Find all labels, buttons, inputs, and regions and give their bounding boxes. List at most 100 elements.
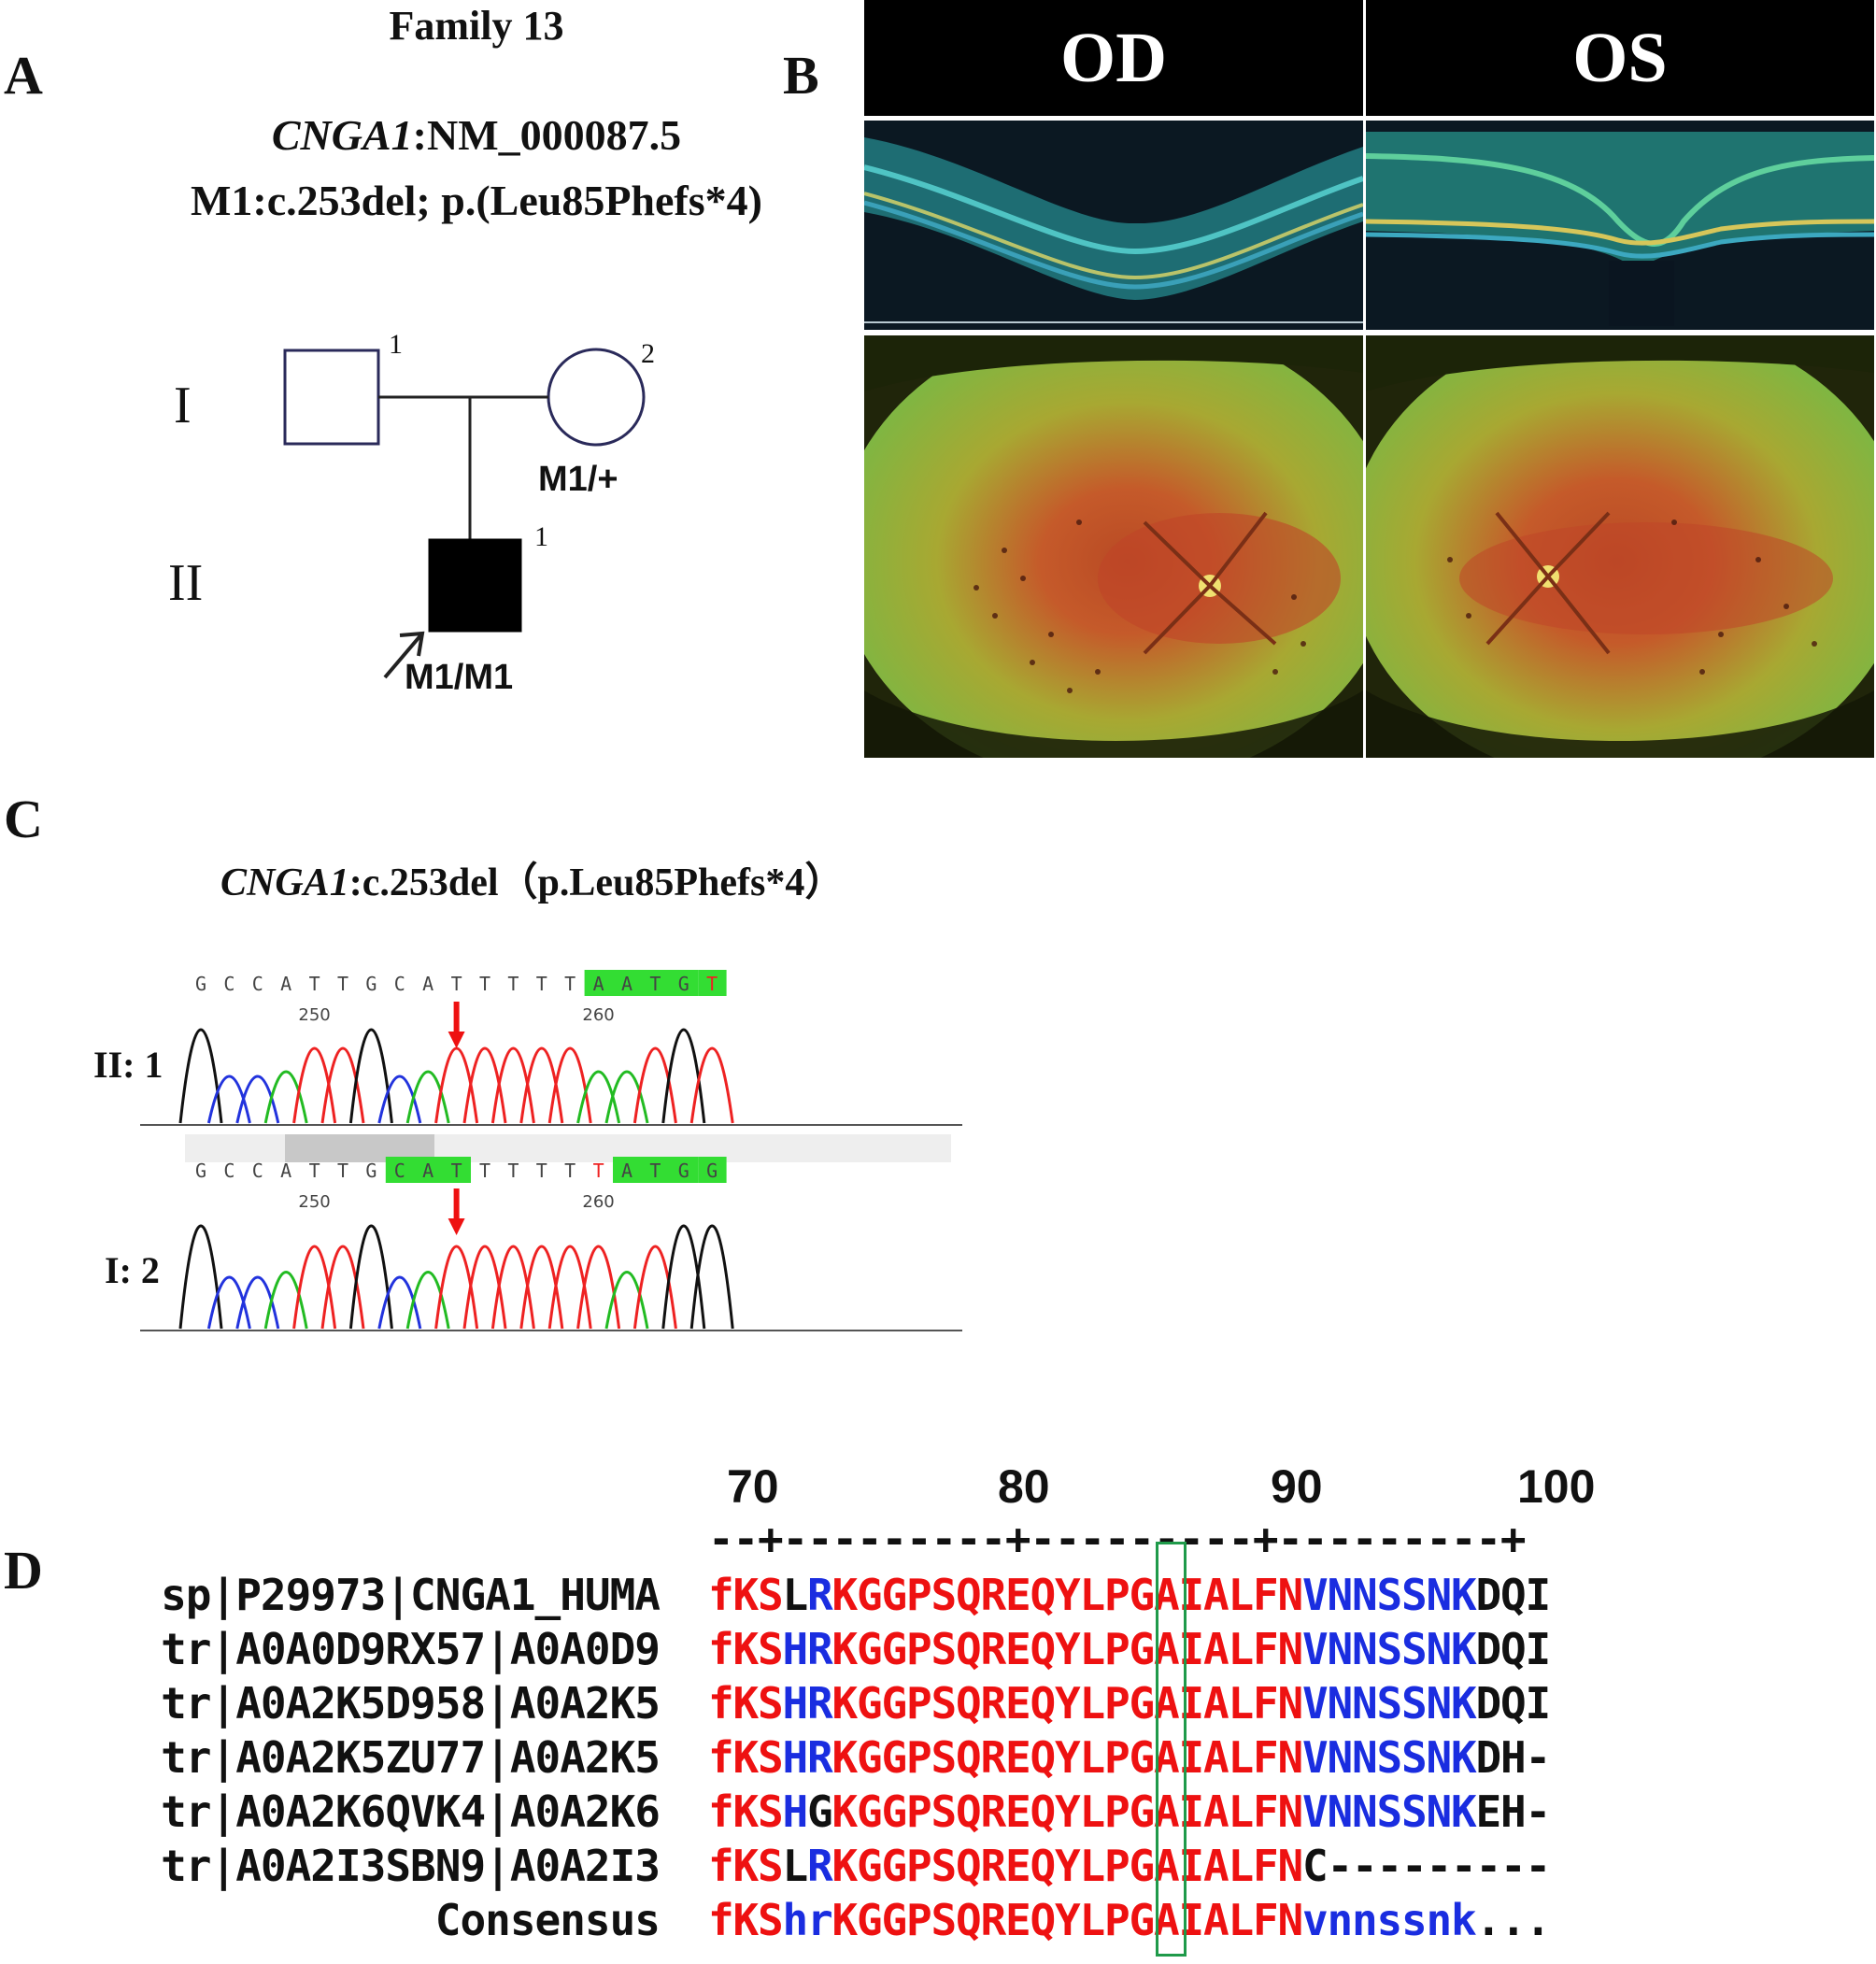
- transcript-id: :NM_000087.5: [412, 111, 682, 159]
- gene-name: CNGA1: [271, 111, 413, 159]
- trace-peak: [490, 1046, 535, 1124]
- proband-arrow: [383, 632, 424, 679]
- pedigree: [283, 348, 646, 679]
- position-ruler: --+---------+---------+---------+: [708, 1514, 1527, 1564]
- trace-peak: [405, 1070, 450, 1124]
- chromatogram-row-label: I: 2: [105, 1249, 160, 1291]
- gene-transcript: CNGA1:NM_000087.5: [0, 110, 953, 160]
- trace-peak: [547, 1046, 592, 1124]
- trace-peak: [235, 1275, 280, 1330]
- base-highlight: [698, 1157, 727, 1183]
- base-call: T: [337, 1160, 348, 1182]
- trace-peak: [348, 1028, 393, 1124]
- base-call: C: [223, 973, 234, 995]
- family-title: Family 13: [389, 3, 564, 49]
- base-call: T: [479, 973, 490, 995]
- base-call: G: [706, 1160, 718, 1182]
- base-call: A: [621, 1160, 632, 1182]
- sequence-residues: fKSHRKGGPSQREQYLPGAIALFNVNNSSNKDQI: [708, 1624, 1551, 1674]
- sequence-name: Consensus: [434, 1895, 661, 1945]
- trace-peak: [377, 1275, 422, 1330]
- individual-id: 2: [641, 338, 655, 369]
- position-tick: 100: [1517, 1460, 1596, 1513]
- generation-label: II: [168, 554, 204, 612]
- trace-peak: [348, 1224, 393, 1330]
- trace-peak: [689, 1224, 734, 1330]
- mutation-line: M1:c.253del; p.(Leu85Phefs*4): [191, 177, 762, 224]
- trace-peak: [519, 1046, 564, 1124]
- base-call: T: [507, 1160, 519, 1182]
- pedigree-father: [283, 349, 380, 446]
- fundus-photo-od: [864, 335, 1363, 758]
- panel-b-letter: B: [783, 45, 819, 106]
- base-call: A: [422, 973, 433, 995]
- pedigree-proband: [428, 538, 522, 633]
- base-call: A: [621, 973, 632, 995]
- base-call: T: [649, 1160, 661, 1182]
- sequence-name: tr|A0A2I3SBN9|A0A2I3: [161, 1841, 661, 1891]
- sequence-name: sp|P29973|CNGA1_HUMA: [161, 1570, 661, 1620]
- sequence-residues: fKShrKGGPSQREQYLPGAIALFNvnnssnk...: [708, 1895, 1551, 1945]
- panel-c-letter: C: [4, 789, 43, 849]
- base-call: T: [564, 1160, 576, 1182]
- base-call: T: [337, 973, 348, 995]
- base-call: T: [536, 973, 547, 995]
- trace-peak: [320, 1245, 365, 1330]
- base-call: A: [422, 1160, 433, 1182]
- base-highlight: [613, 1157, 699, 1183]
- trace-peak: [178, 1028, 223, 1124]
- base-call: T: [451, 973, 462, 995]
- trace-peak: [661, 1224, 706, 1330]
- trace-peak: [661, 1028, 706, 1124]
- base-call: A: [280, 1160, 291, 1182]
- trace-peak: [604, 1070, 649, 1124]
- base-call: C: [394, 973, 405, 995]
- base-call: G: [195, 973, 206, 995]
- trace-peak: [576, 1070, 621, 1124]
- proband-arrowhead: [399, 631, 425, 657]
- base-call: G: [678, 973, 689, 995]
- base-call: G: [365, 1160, 377, 1182]
- trace-peak: [434, 1245, 479, 1330]
- base-call: G: [365, 973, 377, 995]
- trace-peak: [292, 1046, 337, 1124]
- trace-peak: [263, 1271, 308, 1330]
- sequence-name: tr|A0A0D9RX57|A0A0D9: [161, 1624, 661, 1674]
- variant-arrowhead: [448, 1032, 465, 1048]
- base-call: T: [706, 973, 718, 995]
- trace-peak: [206, 1075, 251, 1124]
- base-call: T: [536, 1160, 547, 1182]
- base-call: T: [564, 973, 576, 995]
- trace-peak: [490, 1245, 535, 1330]
- trace-peak: [377, 1075, 422, 1124]
- panel-a-letter: A: [4, 45, 43, 106]
- variant-arrowhead: [448, 1218, 465, 1235]
- trace-peak: [462, 1245, 507, 1330]
- sequence-name: tr|A0A2K5D958|A0A2K5: [161, 1678, 661, 1729]
- base-call: A: [593, 973, 604, 995]
- sequence-residues: fKSHRKGGPSQREQYLPGAIALFNVNNSSNKDH-: [708, 1732, 1551, 1783]
- oct-scan-od: [864, 121, 1363, 330]
- base-call: C: [223, 1160, 234, 1182]
- base-highlight: [584, 970, 699, 996]
- base-call: T: [451, 1160, 462, 1182]
- trace-peak: [263, 1070, 308, 1124]
- base-call: T: [309, 973, 320, 995]
- position-number: 260: [582, 1192, 614, 1212]
- trace-peak: [235, 1075, 280, 1124]
- trace-peak: [206, 1275, 251, 1330]
- trace-peak: [689, 1046, 734, 1124]
- eye-header-od: OD: [864, 0, 1363, 116]
- base-call: T: [309, 1160, 320, 1182]
- base-call: G: [678, 1160, 689, 1182]
- base-call: C: [252, 1160, 263, 1182]
- trace-peak: [178, 1224, 223, 1330]
- base-highlight: [698, 970, 727, 996]
- eye-header-os: OS: [1366, 0, 1874, 116]
- trace-peak: [632, 1245, 677, 1330]
- position-number: 250: [298, 1192, 330, 1212]
- genotype-label: M1/+: [538, 460, 618, 499]
- base-call: G: [195, 1160, 206, 1182]
- trace-peak: [292, 1245, 337, 1330]
- sequence-name: tr|A0A2K6QVK4|A0A2K6: [161, 1786, 661, 1837]
